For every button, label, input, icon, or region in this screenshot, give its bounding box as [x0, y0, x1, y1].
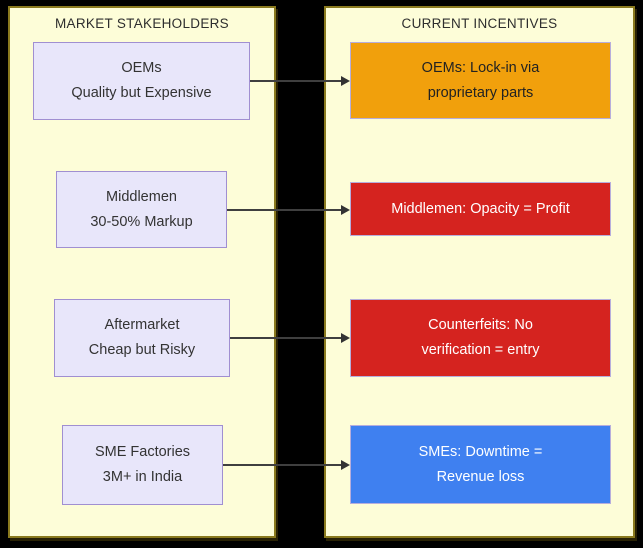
arrow-oems [250, 76, 350, 86]
incentive-box-counterfeits: Counterfeits: No verification = entry [350, 299, 611, 377]
incentive-box-oems: OEMs: Lock-in via proprietary parts [350, 42, 611, 119]
stakeholder-box-sme-factories: SME Factories 3M+ in India [62, 425, 223, 505]
current-incentives-title: CURRENT INCENTIVES [401, 16, 558, 31]
arrow-middlemen-line [227, 209, 343, 211]
arrow-aftermarket [230, 333, 350, 343]
incentive-box-counterfeits-line2: verification = entry [421, 342, 540, 358]
incentive-box-middlemen: Middlemen: Opacity = Profit [350, 182, 611, 236]
arrow-smes-head-icon [341, 460, 350, 470]
incentive-box-oems-line2: proprietary parts [427, 84, 534, 101]
stakeholder-box-aftermarket-line1: Aftermarket [104, 317, 180, 333]
incentive-box-smes-line2: Revenue loss [436, 468, 525, 485]
incentive-box-counterfeits-line1: Counterfeits: No [428, 317, 533, 333]
arrow-aftermarket-head-icon [341, 333, 350, 343]
stakeholder-box-oems: OEMs Quality but Expensive [33, 42, 250, 120]
incentive-box-smes-line1: SMEs: Downtime = [418, 443, 543, 460]
stakeholder-box-middlemen-line1: Middlemen [106, 188, 177, 205]
arrow-oems-line [250, 80, 343, 82]
arrow-smes [223, 460, 350, 470]
arrow-aftermarket-line [230, 337, 343, 339]
stakeholder-box-aftermarket-line2: Cheap but Risky [88, 342, 196, 358]
arrow-middlemen [227, 205, 350, 215]
stakeholder-box-oems-line1: OEMs [121, 60, 162, 76]
stakeholder-box-oems-line2: Quality but Expensive [71, 85, 212, 101]
stakeholder-box-middlemen: Middlemen 30-50% Markup [56, 171, 227, 248]
stakeholder-box-aftermarket: Aftermarket Cheap but Risky [54, 299, 230, 377]
stakeholder-box-sme-factories-line2: 3M+ in India [102, 469, 183, 485]
stakeholder-box-sme-factories-line1: SME Factories [94, 444, 191, 460]
incentive-box-oems-line1: OEMs: Lock-in via [421, 59, 540, 76]
arrow-middlemen-head-icon [341, 205, 350, 215]
market-stakeholders-title: MARKET STAKEHOLDERS [55, 16, 229, 31]
incentive-box-smes: SMEs: Downtime = Revenue loss [350, 425, 611, 504]
arrow-oems-head-icon [341, 76, 350, 86]
incentive-box-middlemen-line1: Middlemen: Opacity = Profit [391, 200, 570, 217]
arrow-smes-line [223, 464, 343, 466]
stakeholder-box-middlemen-line2: 30-50% Markup [90, 213, 193, 230]
